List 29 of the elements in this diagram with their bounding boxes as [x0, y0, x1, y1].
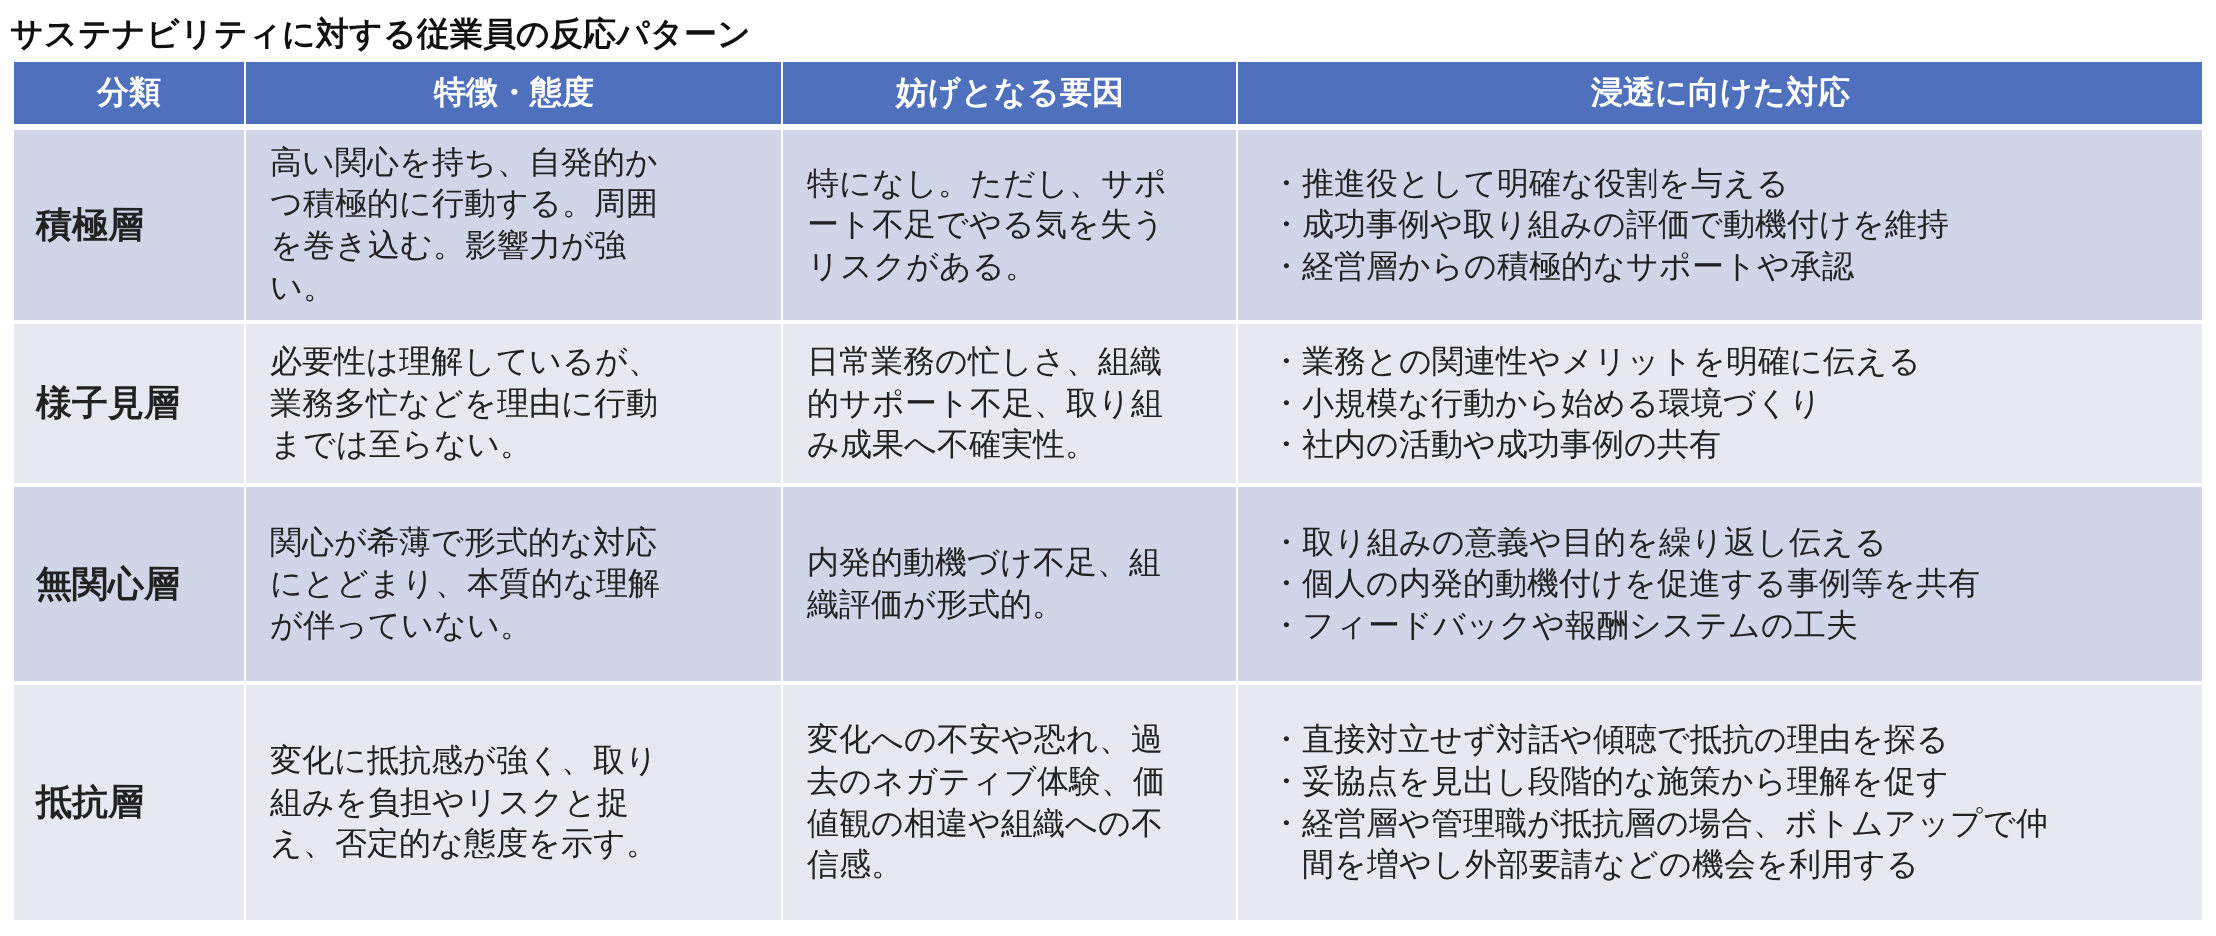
list-item: ・個人の内発的動機付けを促進する事例等を共有 — [1270, 563, 1981, 605]
table-cell: 様子見層 — [14, 324, 244, 483]
list-item: ・フィードバックや報酬システムの工夫 — [1270, 604, 1859, 646]
table-cell: 無関心層 — [14, 487, 244, 681]
title: サステナビリティに対する従業員の反応パターン — [10, 13, 751, 55]
table-cell: 特になし。ただし、サポート不足でやる気を失うリスクがある。 — [783, 130, 1236, 320]
table-cell: 内発的動機づけ不足、組織評価が形式的。 — [783, 487, 1236, 681]
list-item: ・成功事例や取り組みの評価で動機付けを維持 — [1270, 204, 1950, 246]
table-cell: 必要性は理解しているが、業務多忙などを理由に行動までは至らない。 — [246, 324, 781, 483]
table-cell: 変化への不安や恐れ、過去のネガティブ体験、価値観の相違や組織への不信感。 — [783, 685, 1236, 920]
list-item: ・直接対立せず対話や傾聴で抵抗の理由を探る — [1270, 719, 1950, 761]
table-cell: 関心が希薄で形式的な対応にとどまり、本質的な理解が伴っていない。 — [246, 487, 781, 681]
table-cell: 変化に抵抗感が強く、取り組みを負担やリスクと捉え、否定的な態度を示す。 — [246, 685, 781, 920]
list-item: ・経営層からの積極的なサポートや承認 — [1270, 245, 1855, 287]
header-cell: 浸透に向けた対応 — [1238, 62, 2202, 124]
header-cell: 分類 — [14, 62, 244, 124]
table-cell: 日常業務の忙しさ、組織的サポート不足、取り組み成果へ不確実性。 — [783, 324, 1236, 483]
list-item: ・妥協点を見出し段階的な施策から理解を促す — [1270, 760, 1950, 802]
list-item: ・業務との関連性やメリットを明確に伝える — [1270, 341, 1922, 383]
table-cell: 高い関心を持ち、自発的かつ積極的に行動する。周囲を巻き込む。影響力が強い。 — [246, 130, 781, 320]
list-item: ・経営層や管理職が抵抗層の場合、ボトムアップで仲間を増やし外部要請などの機会を利用する — [1270, 802, 2049, 886]
table-cell: 積極層 — [14, 130, 244, 320]
header-cell: 妨げとなる要因 — [783, 62, 1236, 124]
header-cell: 特徴・態度 — [246, 62, 781, 124]
list-item: ・推進役として明確な役割を与える — [1270, 162, 1790, 204]
list-item: ・取り組みの意義や目的を繰り返し伝える — [1270, 521, 1888, 563]
list-item: ・小規模な行動から始める環境づくり — [1270, 382, 1823, 424]
table-cell: 抵抗層 — [14, 685, 244, 920]
list-item: ・社内の活動や成功事例の共有 — [1270, 424, 1722, 466]
